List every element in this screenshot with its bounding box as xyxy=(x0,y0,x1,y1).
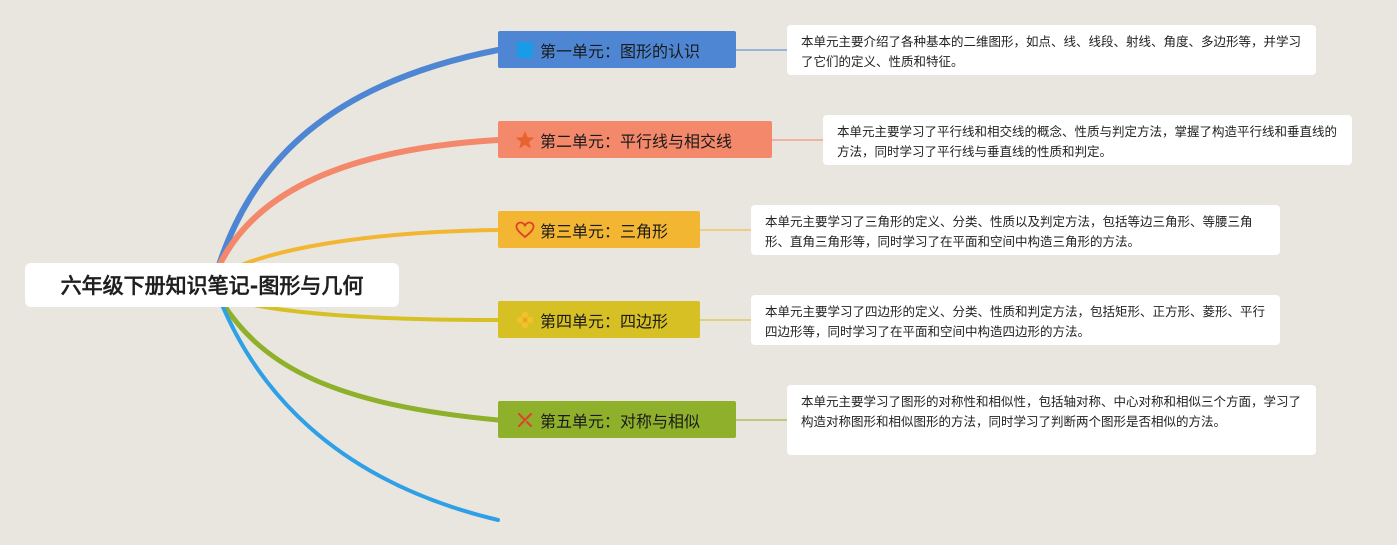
branch-curve-5 xyxy=(219,299,501,423)
topic-unit-1[interactable]: 第一单元：图形的认识 xyxy=(498,31,736,68)
topic-label: 第五单元：对称与相似 xyxy=(540,411,701,431)
square-icon xyxy=(514,39,536,61)
topic-label: 第二单元：平行线与相交线 xyxy=(540,131,733,151)
root-topic[interactable]: 六年级下册知识笔记-图形与几何 xyxy=(25,263,399,307)
branch-curve-2 xyxy=(215,137,501,271)
topic-unit-4[interactable]: 第四单元：四边形 xyxy=(498,301,700,338)
note-text: 本单元主要学习了平行线和相交线的概念、性质与判定方法，掌握了构造平行线和垂直线的… xyxy=(837,124,1338,159)
note-unit-3[interactable]: 本单元主要学习了三角形的定义、分类、性质以及判定方法，包括等边三角形、等腰三角形… xyxy=(751,205,1280,255)
note-text: 本单元主要学习了图形的对称性和相似性，包括轴对称、中心对称和相似三个方面，学习了… xyxy=(801,394,1302,429)
topic-label: 第四单元：四边形 xyxy=(540,311,669,331)
topic-label: 第三单元：三角形 xyxy=(540,221,669,241)
note-text: 本单元主要学习了四边形的定义、分类、性质和判定方法，包括矩形、正方形、菱形、平行… xyxy=(765,304,1266,339)
note-unit-5[interactable]: 本单元主要学习了图形的对称性和相似性，包括轴对称、中心对称和相似三个方面，学习了… xyxy=(787,385,1316,455)
topic-label: 第一单元：图形的认识 xyxy=(540,41,701,61)
tools-icon xyxy=(514,409,536,431)
topic-unit-2[interactable]: 第二单元：平行线与相交线 xyxy=(498,121,772,158)
note-text: 本单元主要介绍了各种基本的二维图形，如点、线、线段、射线、角度、多边形等，并学习… xyxy=(801,34,1302,69)
topic-unit-3[interactable]: 第三单元：三角形 xyxy=(498,211,700,248)
note-unit-2[interactable]: 本单元主要学习了平行线和相交线的概念、性质与判定方法，掌握了构造平行线和垂直线的… xyxy=(823,115,1352,165)
note-text: 本单元主要学习了三角形的定义、分类、性质以及判定方法，包括等边三角形、等腰三角形… xyxy=(765,214,1253,249)
branch-curve-1 xyxy=(215,47,501,271)
branch-curve-extra xyxy=(218,298,500,522)
note-unit-4[interactable]: 本单元主要学习了四边形的定义、分类、性质和判定方法，包括矩形、正方形、菱形、平行… xyxy=(751,295,1280,345)
flower-icon xyxy=(514,309,536,331)
note-unit-1[interactable]: 本单元主要介绍了各种基本的二维图形，如点、线、线段、射线、角度、多边形等，并学习… xyxy=(787,25,1316,75)
star-icon xyxy=(514,129,536,151)
root-title: 六年级下册知识笔记-图形与几何 xyxy=(60,274,364,298)
heart-icon xyxy=(514,219,536,241)
topic-unit-5[interactable]: 第五单元：对称与相似 xyxy=(498,401,736,438)
